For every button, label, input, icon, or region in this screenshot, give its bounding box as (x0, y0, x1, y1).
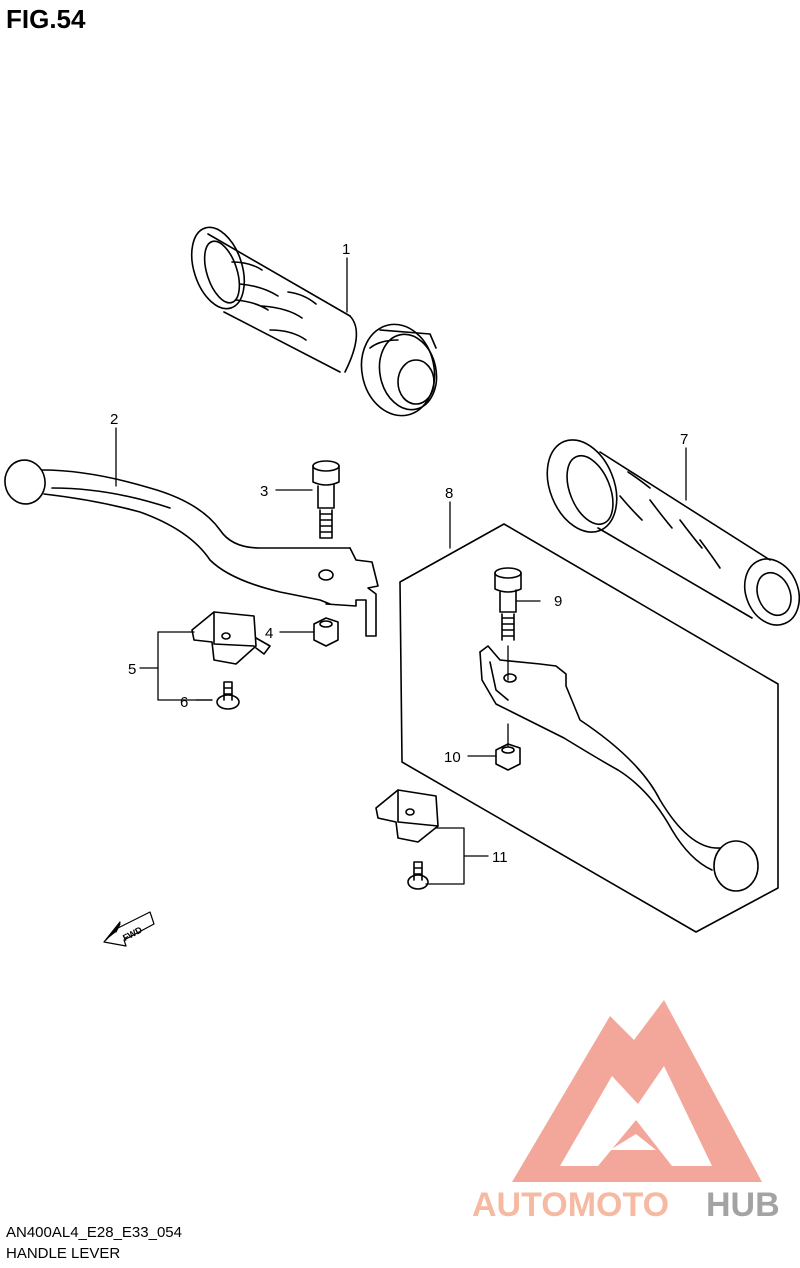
callout-10: 10 (444, 749, 461, 766)
callout-3: 3 (260, 483, 268, 500)
callout-5: 5 (128, 661, 136, 678)
switch-left (191, 611, 271, 665)
callout-2: 2 (110, 411, 118, 428)
diagram-name: HANDLE LEVER (6, 1245, 121, 1262)
callout-8: 8 (445, 485, 453, 502)
left-grip (190, 226, 438, 417)
diagram-code: AN400AL4_E28_E33_054 (6, 1224, 182, 1241)
right-grip (546, 439, 800, 626)
screw-left (216, 681, 240, 710)
nut-left (313, 617, 339, 647)
callout-labels: 1 2 3 4 5 6 7 8 9 10 11 (110, 241, 688, 866)
callout-6: 6 (180, 694, 188, 711)
callout-1: 1 (342, 241, 350, 258)
left-lever (4, 459, 379, 637)
pivot-bolt-right (494, 567, 522, 641)
switch-right (375, 789, 439, 890)
nut-right (495, 743, 521, 771)
watermark-logo (512, 1000, 762, 1182)
callout-9: 9 (554, 593, 562, 610)
callout-4: 4 (265, 625, 273, 642)
figure-title: FIG.54 (6, 4, 86, 34)
right-lever (479, 645, 759, 892)
leader-lines (115, 257, 687, 885)
pivot-bolt-left (312, 460, 340, 539)
watermark-brand-right: HUB (706, 1186, 780, 1224)
callout-11: 11 (492, 849, 508, 866)
watermark-brand-left: AUTOMOTO (472, 1186, 669, 1224)
lever-assembly-box (399, 523, 779, 933)
callout-7: 7 (680, 431, 688, 448)
fwd-arrow (103, 911, 155, 947)
